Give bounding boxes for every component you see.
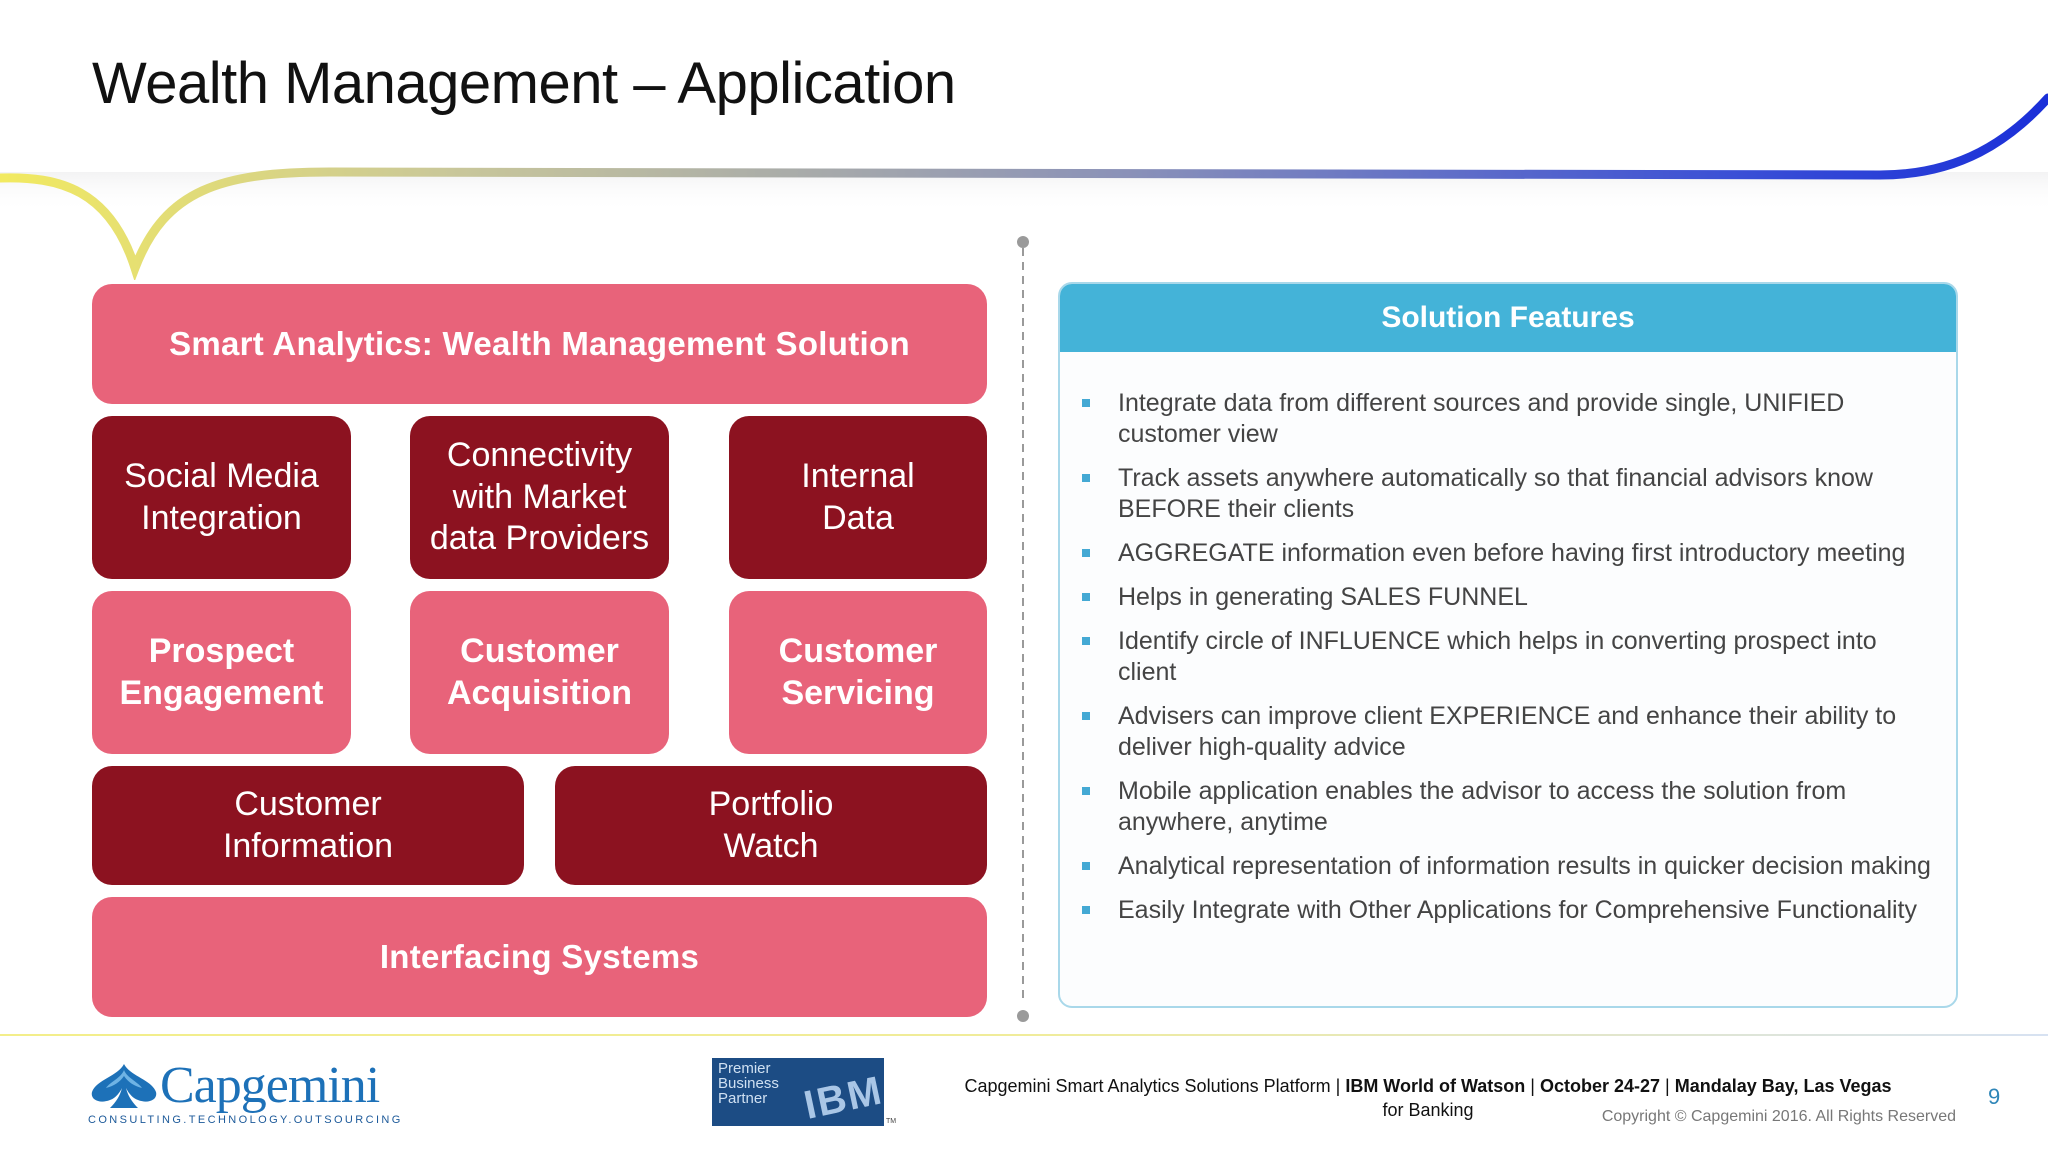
feature-item: AGGREGATE information even before having…	[1080, 538, 1936, 569]
features-list: Integrate data from different sources an…	[1060, 352, 1956, 926]
feature-item: Track assets anywhere automatically so t…	[1080, 463, 1936, 525]
prospect-engagement-box: Prospect Engagement	[92, 591, 351, 754]
box-line: Integration	[141, 498, 302, 537]
feature-item: Helps in generating SALES FUNNEL	[1080, 582, 1936, 613]
box-line: Prospect	[148, 631, 295, 670]
feature-text: Easily Integrate with Other Applications…	[1118, 896, 1917, 924]
event-text: for Banking	[1382, 1100, 1474, 1120]
feature-text: Track assets anywhere automatically so t…	[1118, 464, 1873, 523]
ibm-premier-partner-badge: Premier Business Partner IBM	[712, 1058, 884, 1126]
event-separator: |	[1525, 1076, 1540, 1096]
feature-text: Advisers can improve client EXPERIENCE a…	[1118, 702, 1897, 761]
market-data-connectivity-box: Connectivity with Market data Providers	[410, 416, 669, 579]
box-line: Internal	[801, 456, 915, 495]
solution-header-text: Smart Analytics: Wealth Management Solut…	[169, 324, 910, 362]
decorative-swoosh	[0, 93, 2048, 280]
box-line: Customer	[460, 631, 619, 670]
event-text-bold: October 24-27	[1539, 1076, 1661, 1096]
box-line: Data	[822, 498, 894, 537]
feature-text: Mobile application enables the advisor t…	[1118, 777, 1847, 836]
square-bullet-icon	[1082, 637, 1090, 645]
solution-header-box: Smart Analytics: Wealth Management Solut…	[92, 284, 987, 404]
interfacing-systems-text: Interfacing Systems	[379, 937, 700, 975]
customer-servicing-box: Customer Servicing	[729, 591, 987, 754]
event-info: Capgemini Smart Analytics Solutions Plat…	[900, 1074, 1956, 1122]
capgemini-logo: Capgemini CONSULTING.TECHNOLOGY.OUTSOURC…	[88, 1058, 400, 1128]
feature-item: Identify circle of INFLUENCE which helps…	[1080, 626, 1936, 688]
event-text-bold: Mandalay Bay, Las Vegas	[1674, 1076, 1892, 1096]
vertical-divider	[1017, 236, 1029, 1022]
features-header: Solution Features	[1060, 284, 1956, 352]
capgemini-wordmark: Capgemini	[160, 1057, 380, 1114]
box-line: Watch	[723, 826, 819, 865]
interfacing-systems-box: Interfacing Systems	[92, 897, 987, 1017]
box-line: Engagement	[119, 673, 324, 712]
box-line: Customer	[778, 631, 938, 670]
customer-information-box: Customer Information	[92, 766, 524, 885]
box-line: Portfolio	[708, 784, 834, 823]
page-number: 9	[1988, 1084, 2001, 1109]
badge-line: Business	[718, 1075, 779, 1092]
square-bullet-icon	[1082, 399, 1090, 407]
feature-text: Integrate data from different sources an…	[1118, 389, 1845, 448]
square-bullet-icon	[1082, 712, 1090, 720]
feature-item: Integrate data from different sources an…	[1080, 388, 1936, 450]
box-line: Social Media	[124, 456, 319, 495]
event-text: Capgemini Smart Analytics Solutions Plat…	[964, 1076, 1346, 1096]
footer-divider	[0, 1034, 2048, 1036]
feature-item: Analytical representation of information…	[1080, 851, 1936, 882]
event-text-bold: IBM World of Watson	[1345, 1076, 1526, 1096]
box-line: with Market	[452, 477, 627, 516]
ibm-partner-text: Premier Business Partner	[718, 1061, 779, 1106]
square-bullet-icon	[1082, 906, 1090, 914]
feature-item: Easily Integrate with Other Applications…	[1080, 895, 1936, 926]
square-bullet-icon	[1082, 474, 1090, 482]
customer-acquisition-box: Customer Acquisition	[410, 591, 669, 754]
ibm-logo: IBM	[800, 1068, 884, 1126]
box-line: Information	[222, 826, 394, 865]
box-line: Customer	[234, 784, 382, 823]
badge-line: Premier	[718, 1060, 771, 1077]
square-bullet-icon	[1082, 862, 1090, 870]
feature-text: Identify circle of INFLUENCE which helps…	[1118, 627, 1877, 686]
box-line: data Providers	[429, 519, 650, 558]
badge-line: Partner	[718, 1090, 768, 1107]
square-bullet-icon	[1082, 787, 1090, 795]
box-line: Acquisition	[446, 673, 633, 712]
square-bullet-icon	[1082, 549, 1090, 557]
event-separator: |	[1660, 1076, 1675, 1096]
square-bullet-icon	[1082, 593, 1090, 601]
portfolio-watch-box: Portfolio Watch	[555, 766, 987, 885]
feature-text: Analytical representation of information…	[1118, 852, 1931, 880]
capgemini-tagline: CONSULTING.TECHNOLOGY.OUTSOURCING	[88, 1114, 403, 1126]
social-media-integration-box: Social Media Integration	[92, 416, 351, 579]
box-line: Servicing	[781, 673, 935, 712]
internal-data-box: Internal Data	[729, 416, 987, 579]
ibm-trademark: TM	[886, 1118, 897, 1125]
feature-item: Mobile application enables the advisor t…	[1080, 776, 1936, 838]
feature-item: Advisers can improve client EXPERIENCE a…	[1080, 701, 1936, 763]
feature-text: AGGREGATE information even before having…	[1118, 539, 1906, 567]
solution-features-panel: Solution Features Integrate data from di…	[1058, 282, 1958, 1008]
slide-title: Wealth Management – Application	[92, 51, 956, 116]
box-line: Connectivity	[446, 435, 633, 474]
capgemini-spade-icon	[91, 1064, 157, 1108]
copyright-text: Copyright © Capgemini 2016. All Rights R…	[1601, 1108, 1956, 1125]
feature-text: Helps in generating SALES FUNNEL	[1118, 583, 1528, 611]
